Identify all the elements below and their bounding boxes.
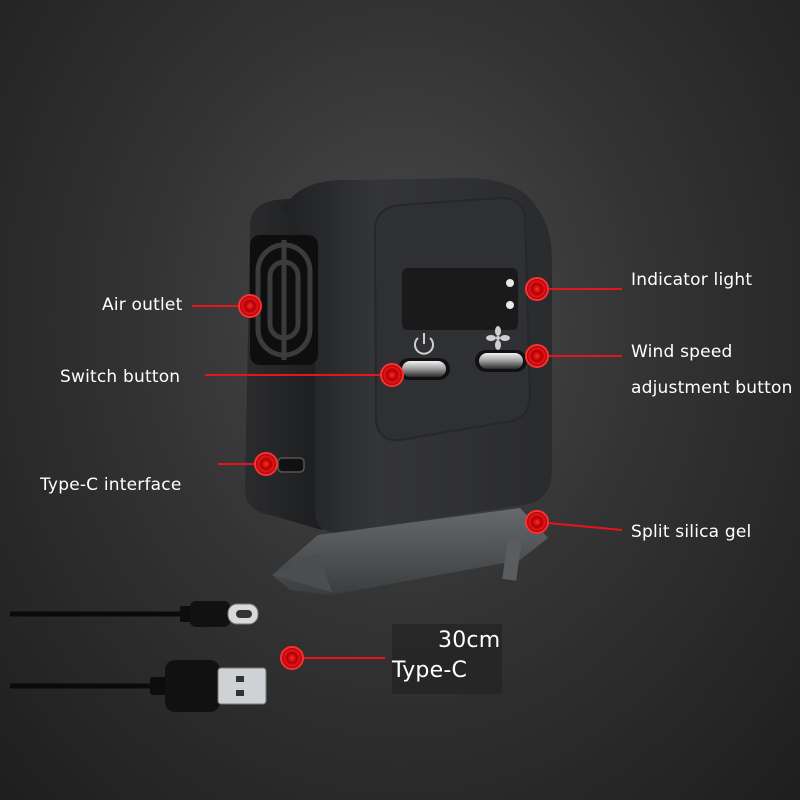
cable-label-box (392, 624, 502, 694)
label-indicator-light: Indicator light (631, 270, 753, 290)
type-c-port (277, 457, 305, 473)
label-wind-speed-line1: Wind speed (631, 342, 733, 362)
wind-speed-button[interactable] (475, 350, 527, 372)
indicator-light-2 (506, 301, 514, 309)
label-cable-length: 30cm (438, 628, 501, 653)
split-silica-gel-base (272, 508, 548, 595)
callout-dot-type-c-interface (254, 452, 278, 476)
callout-dot-cable (280, 646, 304, 670)
type-c-cable-connector (10, 601, 259, 627)
label-switch-button: Switch button (60, 367, 181, 387)
callout-dot-switch-button (380, 363, 404, 387)
label-air-outlet: Air outlet (102, 295, 183, 315)
indicator-light-1 (506, 279, 514, 287)
power-icon (414, 333, 434, 355)
usb-a-cable-connector (10, 660, 267, 712)
callout-dot-air-outlet (238, 294, 262, 318)
callout-dot-indicator-light (525, 277, 549, 301)
switch-button[interactable] (398, 358, 450, 380)
indicator-display (402, 268, 518, 330)
label-wind-speed-line2: adjustment button (631, 378, 793, 398)
label-cable-type: Type-C (392, 658, 468, 683)
fan-icon (486, 326, 510, 350)
callout-dot-silica-gel (525, 510, 549, 534)
label-split-silica-gel: Split silica gel (631, 522, 752, 542)
callout-lines (192, 288, 623, 659)
callout-dot-wind-speed (525, 344, 549, 368)
callout-dots (238, 277, 549, 670)
label-type-c-interface: Type-C interface (40, 475, 182, 495)
